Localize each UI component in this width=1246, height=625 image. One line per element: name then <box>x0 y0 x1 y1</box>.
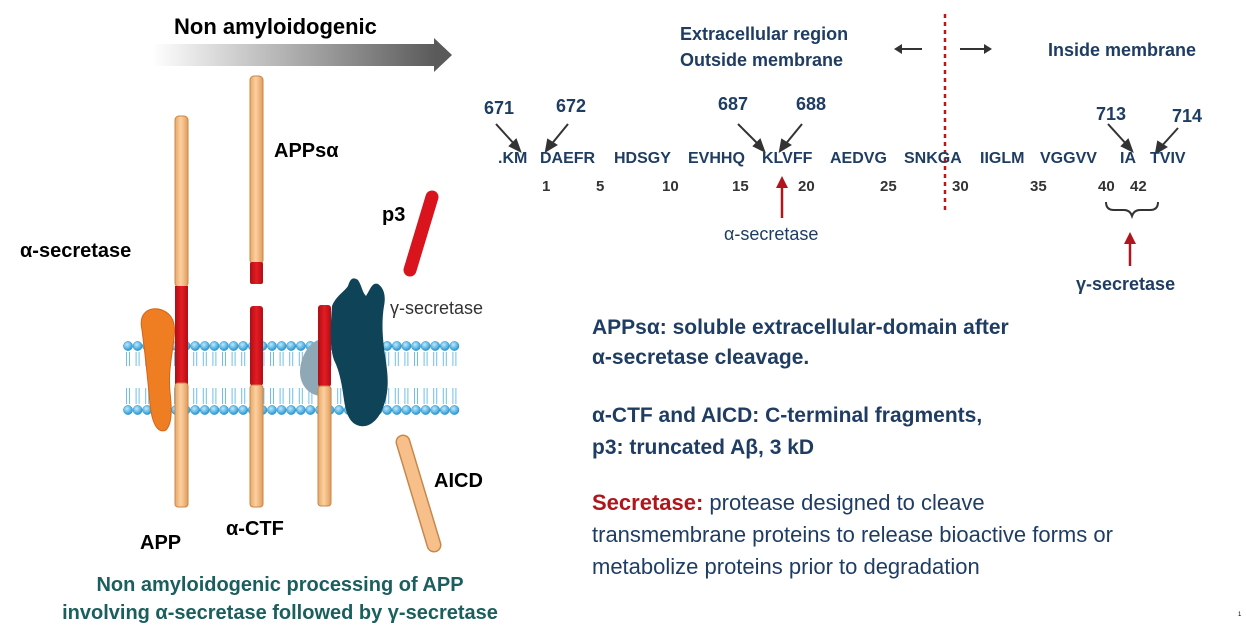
app-label: APP <box>140 532 182 554</box>
caption-line-2: involving α-secretase followed by γ-secr… <box>62 602 498 624</box>
position-714: 714 <box>1172 106 1203 126</box>
gamma-brace <box>1105 201 1159 220</box>
seq-segment-evhhq: EVHHQ <box>688 150 745 167</box>
note-appsa-line-2: α-secretase cleavage. <box>592 346 810 369</box>
app-rod <box>174 115 189 508</box>
note-ctf-line-2: p3: truncated Aβ, 3 kD <box>592 436 815 459</box>
alpha-secretase-seq-label: α-secretase <box>724 224 819 244</box>
residue-number-42: 42 <box>1130 178 1147 195</box>
aicd-label: AICD <box>434 470 483 492</box>
seq-segment-hdsgy: HDSGY <box>614 150 671 167</box>
secretase-definition-start: protease designed to cleave <box>703 490 985 515</box>
residue-number-5: 5 <box>596 178 605 195</box>
page-marker: 1 <box>1238 612 1242 618</box>
direction-arrow <box>152 38 452 72</box>
p3-fragment <box>403 190 439 277</box>
region-left-arrow <box>894 44 922 54</box>
lipid-bilayer <box>123 341 460 415</box>
alpha-secretase-enzyme <box>140 308 175 432</box>
note-appsa-line-1: APPsα: soluble extracellular-domain afte… <box>592 316 1009 339</box>
alpha-secretase-label: α-secretase <box>20 240 132 262</box>
p3-label: p3 <box>382 204 406 226</box>
note-ctf-line-1: α-CTF and AICD: C-terminal fragments, <box>592 404 983 427</box>
residue-number-15: 15 <box>732 178 749 195</box>
seq-segment-km: .KM <box>498 150 528 167</box>
residue-number-35: 35 <box>1030 178 1047 195</box>
gamma-secretase-label: γ-secretase <box>390 298 484 318</box>
region-left-line-2: Outside membrane <box>680 50 844 70</box>
region-right-label: Inside membrane <box>1048 40 1197 60</box>
appsa-rod <box>249 75 264 284</box>
seq-segment-vggvv: VGGVV <box>1040 150 1097 167</box>
gamma-secretase-protein <box>330 278 388 427</box>
position-687: 687 <box>718 94 749 114</box>
secretase-term: Secretase: <box>592 490 704 515</box>
position-688: 688 <box>796 94 827 114</box>
seq-segment-tviv: TVIV <box>1150 150 1186 167</box>
seq-segment-klvff: KLVFF <box>762 150 813 167</box>
gamma-secretase-complex <box>300 278 388 507</box>
note-secretase-line-2: transmembrane proteins to release bioact… <box>592 522 1113 547</box>
position-671: 671 <box>484 98 515 118</box>
aicd-fragment <box>395 434 442 553</box>
seq-segment-iiglm: IIGLM <box>980 150 1025 167</box>
gamma-secretase-seq-label: γ-secretase <box>1076 274 1176 294</box>
position-672: 672 <box>556 96 587 116</box>
residue-number-25: 25 <box>880 178 897 195</box>
alpha-ctf-rod <box>249 306 264 508</box>
residue-number-10: 10 <box>662 178 679 195</box>
alpha-ctf-label: α-CTF <box>226 518 284 540</box>
seq-segment-aedvg: AEDVG <box>830 150 887 167</box>
seq-segment-ia: IA <box>1120 150 1136 167</box>
direction-label: Non amyloidogenic <box>174 14 377 39</box>
region-left-line-1: Extracellular region <box>680 24 849 44</box>
note-secretase-line-1: Secretase: protease designed to cleave <box>592 490 985 516</box>
note-secretase-line-3: metabolize proteins prior to degradation <box>592 554 980 579</box>
region-right-arrow <box>960 44 992 54</box>
appsa-label: APPsα <box>274 140 339 162</box>
residue-number-1: 1 <box>542 178 551 195</box>
residue-number-20: 20 <box>798 178 815 195</box>
residue-number-30: 30 <box>952 178 969 195</box>
position-713: 713 <box>1096 104 1127 124</box>
caption-line-1: Non amyloidogenic processing of APP <box>96 574 464 596</box>
residue-pointer-arrows <box>495 123 1179 155</box>
seq-segment-daefr: DAEFR <box>540 150 596 167</box>
seq-segment-snkga: SNKGA <box>904 150 962 167</box>
gamma-cleavage-arrow <box>1124 232 1136 266</box>
alpha-cleavage-arrow <box>776 176 788 218</box>
residue-number-40: 40 <box>1098 178 1115 195</box>
